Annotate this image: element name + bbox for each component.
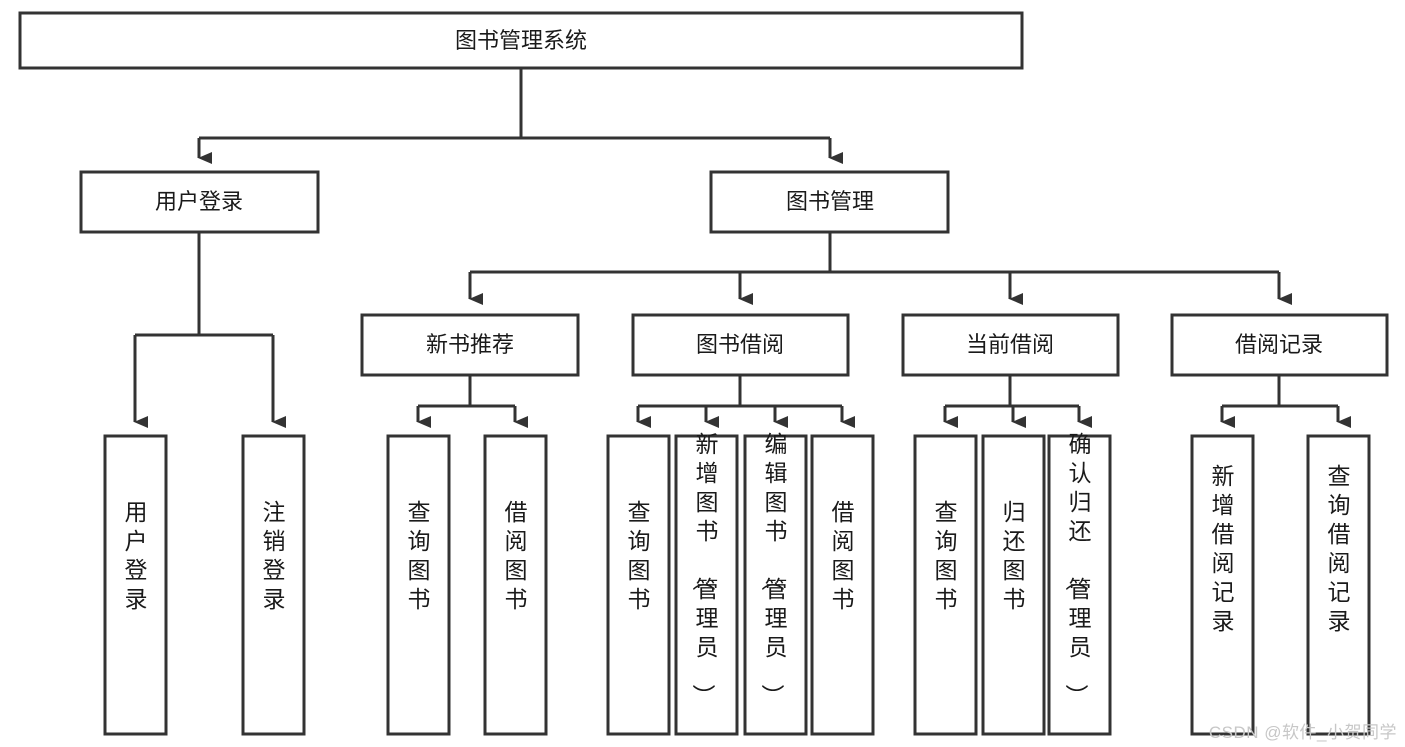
node-root-system[interactable]: 图书管理系统 bbox=[18, 11, 1024, 70]
node-new-book-recommend-box bbox=[360, 313, 580, 377]
leaf-node[interactable]: 查询借阅记录 bbox=[1306, 434, 1371, 736]
leaf-node[interactable]: 查询图书 bbox=[386, 434, 451, 736]
leaf-user-login-label: 用户登录 bbox=[125, 499, 148, 612]
leaf-node[interactable]: 查询图书 bbox=[913, 434, 978, 736]
node-user-login-label: 用户登录 bbox=[155, 189, 243, 214]
leaf-cb-confirm-return-label: 确认归还（管理员） bbox=[1064, 431, 1092, 707]
leaf-bb-borrow-book-label: 借阅图书 bbox=[832, 499, 855, 612]
leaf-br-add-record-label: 新增借阅记录 bbox=[1212, 463, 1235, 634]
node-borrow-record[interactable]: 借阅记录 bbox=[1170, 313, 1389, 377]
leaf-bb-edit-book-label: 编辑图书（管理员） bbox=[760, 431, 788, 707]
node-root-label: 图书管理系统 bbox=[455, 28, 587, 53]
leaf-br-query-record-label: 查询借阅记录 bbox=[1328, 463, 1351, 634]
leaf-node[interactable]: 确认归还（管理员） bbox=[1047, 431, 1112, 736]
leaf-bb-borrow-book-box bbox=[810, 434, 875, 736]
leaf-node[interactable]: 新增图书（管理员） bbox=[674, 431, 739, 736]
leaf-user-login-box bbox=[103, 434, 168, 736]
node-current-borrow-box bbox=[901, 313, 1120, 377]
leaf-node[interactable]: 编辑图书（管理员） bbox=[743, 431, 808, 736]
node-borrow-record-box bbox=[1170, 313, 1389, 377]
leaf-logout-label: 注销登录 bbox=[263, 499, 286, 612]
leaf-nb-query-book-label: 查询图书 bbox=[408, 499, 431, 612]
node-book-borrow-box bbox=[631, 313, 850, 377]
node-book-manage-box bbox=[709, 170, 950, 234]
leaf-bb-edit-book-box bbox=[743, 434, 808, 736]
leaf-nb-borrow-book-box bbox=[483, 434, 548, 736]
node-borrow-record-label: 借阅记录 bbox=[1235, 332, 1323, 357]
leaf-node[interactable]: 新增借阅记录 bbox=[1190, 434, 1255, 736]
node-current-borrow-label: 当前借阅 bbox=[966, 332, 1054, 357]
leaf-node[interactable]: 借阅图书 bbox=[483, 434, 548, 736]
leaf-bb-query-book-box bbox=[606, 434, 671, 736]
leaf-bb-add-book-label: 新增图书（管理员） bbox=[691, 431, 719, 707]
leaf-bb-add-book-box bbox=[674, 434, 739, 736]
node-book-borrow-label: 图书借阅 bbox=[696, 332, 784, 357]
leaf-cb-query-book-box bbox=[913, 434, 978, 736]
node-new-book-recommend[interactable]: 新书推荐 bbox=[360, 313, 580, 377]
leaf-node[interactable]: 查询图书 bbox=[606, 434, 671, 736]
node-user-login[interactable]: 用户登录 bbox=[79, 170, 320, 234]
leaf-node[interactable]: 借阅图书 bbox=[810, 434, 875, 736]
leaf-cb-return-book-label: 归还图书 bbox=[1003, 499, 1026, 612]
leaf-br-add-record-box bbox=[1190, 434, 1255, 736]
leaf-cb-query-book-label: 查询图书 bbox=[935, 499, 958, 612]
node-user-login-box bbox=[79, 170, 320, 234]
leaf-nb-query-book-box bbox=[386, 434, 451, 736]
node-book-manage[interactable]: 图书管理 bbox=[709, 170, 950, 234]
leaf-cb-confirm-return-box bbox=[1047, 434, 1112, 736]
node-book-manage-label: 图书管理 bbox=[786, 189, 874, 214]
node-current-borrow[interactable]: 当前借阅 bbox=[901, 313, 1120, 377]
node-new-book-recommend-label: 新书推荐 bbox=[426, 332, 514, 357]
connector-layer bbox=[133, 68, 1351, 428]
leaf-logout-box bbox=[241, 434, 306, 736]
leaf-nb-borrow-book-label: 借阅图书 bbox=[505, 499, 528, 612]
node-book-borrow[interactable]: 图书借阅 bbox=[631, 313, 850, 377]
leaf-node[interactable]: 用户登录 bbox=[103, 434, 168, 736]
node-root-box bbox=[18, 11, 1024, 70]
leaf-br-query-record-box bbox=[1306, 434, 1371, 736]
leaf-bb-query-book-label: 查询图书 bbox=[628, 499, 651, 612]
leaf-node[interactable]: 归还图书 bbox=[981, 434, 1046, 736]
leaf-cb-return-book-box bbox=[981, 434, 1046, 736]
leaf-node[interactable]: 注销登录 bbox=[241, 434, 306, 736]
